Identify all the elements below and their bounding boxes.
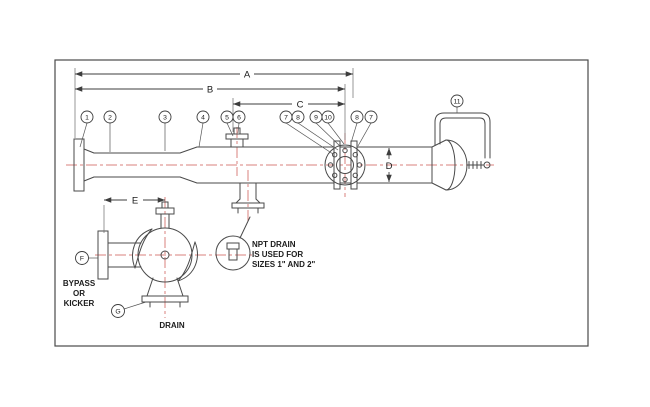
svg-text:F: F (80, 256, 84, 263)
extension-lines (74, 68, 354, 233)
callout-2: 2 (103, 110, 117, 152)
pipe-body (93, 146, 433, 184)
svg-text:3: 3 (163, 114, 167, 121)
callout-3: 3 (158, 110, 172, 151)
npt-detail-circle (215, 216, 251, 271)
dim-a: A (75, 70, 353, 81)
svg-text:6: 6 (237, 114, 241, 121)
npt-note-line2: IS USED FOR (252, 250, 303, 259)
callout-1: 1 (79, 110, 94, 148)
callout-f: F (75, 251, 98, 265)
svg-text:G: G (115, 309, 120, 316)
callout-10: 10 (321, 110, 345, 145)
svg-text:8: 8 (296, 114, 300, 121)
dim-b: B (75, 85, 345, 96)
sensing-tube (434, 112, 491, 159)
npt-note-line1: NPT DRAIN (252, 240, 296, 249)
dim-label-e: E (132, 196, 138, 207)
svg-text:7: 7 (284, 114, 288, 121)
dim-label-d: D (386, 161, 393, 172)
dim-label-c: C (297, 100, 304, 111)
npt-note-line3: SIZES 1" AND 2" (252, 260, 316, 269)
inlet-flange (73, 138, 95, 192)
vent-nozzle (225, 127, 249, 148)
dim-c: C (233, 100, 345, 111)
annotations: BYPASS OR KICKER DRAIN NPT DRAIN IS USED… (63, 240, 316, 330)
bypass-valve-assembly (97, 201, 198, 308)
callout-7: 7 (279, 110, 334, 155)
assembly-geometry (73, 112, 491, 308)
dim-label-b: B (207, 85, 213, 96)
callout-6: 6 (232, 110, 246, 134)
callout-7b: 7 (357, 110, 378, 147)
svg-text:11: 11 (453, 98, 460, 105)
callout-4: 4 (196, 110, 210, 148)
outlet-bell (431, 139, 491, 191)
callout-g: G (111, 301, 147, 318)
drain-nozzle (231, 182, 265, 214)
svg-text:2: 2 (108, 114, 112, 121)
dim-label-a: A (244, 70, 251, 81)
dimension-lines: A B C D E (75, 70, 393, 207)
dim-e: E (104, 196, 165, 207)
bypass-label-line3: KICKER (64, 299, 95, 308)
callout-9: 9 (309, 110, 342, 148)
svg-text:1: 1 (85, 114, 89, 121)
drain-label: DRAIN (159, 321, 185, 330)
drawing-frame (54, 59, 589, 347)
svg-text:4: 4 (201, 114, 205, 121)
callouts: 1 2 3 4 5 6 7 8 (75, 94, 464, 318)
callout-11: 11 (450, 94, 464, 113)
callout-8b: 8 (350, 110, 364, 144)
svg-text:7: 7 (369, 114, 373, 121)
dim-d: D (386, 148, 393, 182)
svg-text:8: 8 (355, 114, 359, 121)
svg-text:5: 5 (225, 114, 229, 121)
centerlines (66, 127, 494, 318)
callout-5: 5 (220, 110, 234, 137)
bypass-label-line2: OR (73, 289, 85, 298)
callout-8: 8 (291, 110, 339, 151)
svg-text:9: 9 (314, 114, 318, 121)
bypass-label-line1: BYPASS (63, 279, 96, 288)
svg-text:10: 10 (324, 114, 332, 121)
orifice-flange-assembly (324, 140, 366, 190)
